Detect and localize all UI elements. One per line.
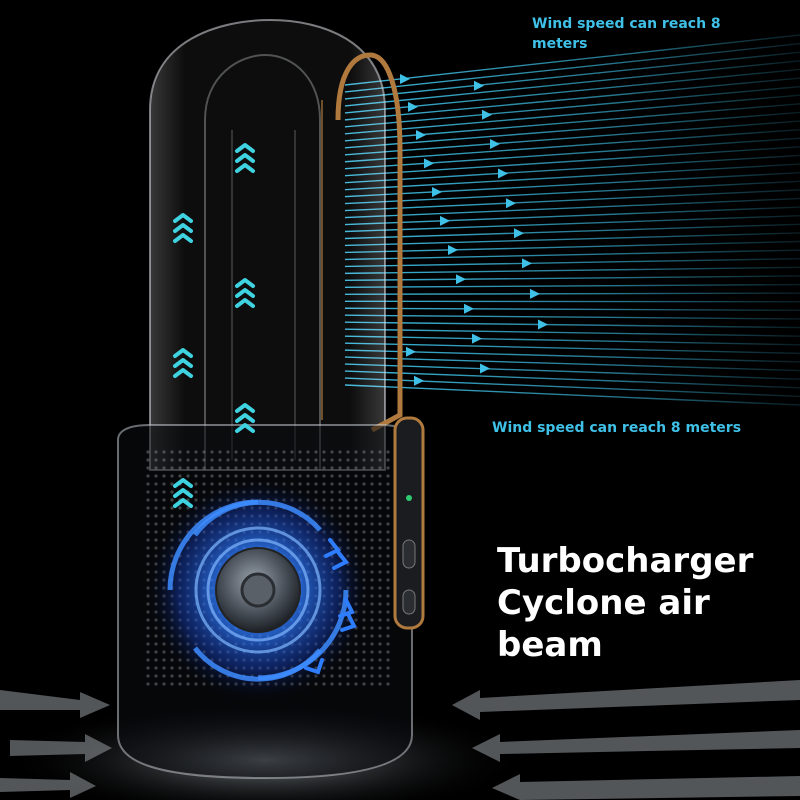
headline-line-1: Turbocharger	[497, 541, 754, 581]
headline-line-3: beam	[497, 625, 603, 665]
airflow-lines	[344, 34, 800, 406]
headline: Turbocharger Cyclone air beam	[497, 540, 797, 666]
intake-arrow-icon	[0, 680, 800, 800]
wind-speed-caption-top: Wind speed can reach 8 meters	[532, 16, 721, 52]
wind-speed-caption-bottom: Wind speed can reach 8 meters	[492, 420, 742, 436]
airflow-arrowhead-icon	[400, 73, 548, 386]
upward-chevron-arrows-icon	[173, 143, 255, 508]
headline-line-2: Cyclone air	[497, 583, 710, 623]
